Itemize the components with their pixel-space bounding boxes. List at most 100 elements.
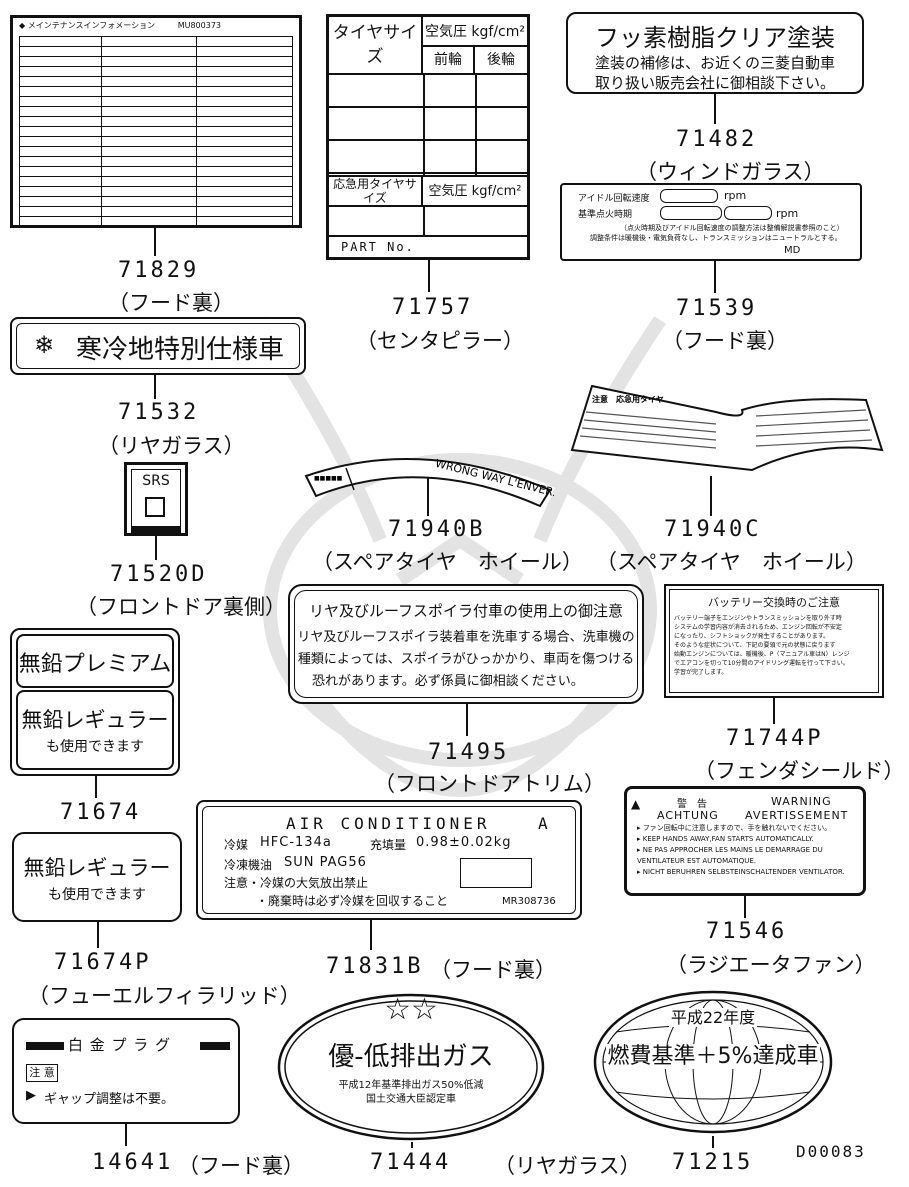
location-71757: （センタピラー） xyxy=(356,329,524,353)
maintenance-table xyxy=(19,36,293,227)
part-number-14641: 14641 xyxy=(92,1150,174,1175)
maintenance-header: ◆ メインテナンスインフォメーション MU800373 xyxy=(19,21,221,30)
part-number-71674P: 71674P xyxy=(54,950,152,975)
leader-71744P xyxy=(773,698,775,724)
label-71674P: 無鉛レギュラー も使用できます xyxy=(12,832,182,922)
snowflake-icon: ❄ xyxy=(34,331,55,359)
leader-71757 xyxy=(428,260,430,292)
spare-tire-warning-title: 注意 応急用タイヤ xyxy=(592,394,664,404)
leader-71444 xyxy=(411,1142,413,1148)
part-number-71674: 71674 xyxy=(60,800,142,825)
fiscal-year-text: 平成22年度 xyxy=(668,1008,758,1027)
location-71539: （フード裏） xyxy=(662,329,788,353)
part-number-71744P: 71744P xyxy=(726,726,824,751)
part-number-71940C: 71940C xyxy=(664,517,762,542)
regular-unleaded-text: 無鉛レギュラー xyxy=(21,708,169,732)
leader-71215 xyxy=(712,1136,714,1148)
spare-tire-header: 応急用タイヤサイズ xyxy=(329,175,423,207)
part-number-71520D: 71520D xyxy=(110,562,208,587)
label-71495: リヤ及びルーフスポイラ付車の使用上の御注意 リヤ及びルーフスポイラ装着車を洗車す… xyxy=(288,584,644,704)
label-71520D: SRS xyxy=(124,462,188,536)
part-number-71757: 71757 xyxy=(392,295,474,320)
rear-header: 後輪 xyxy=(475,47,527,75)
leader-71829 xyxy=(154,228,156,256)
part-number-71495: 71495 xyxy=(428,740,510,765)
svg-text:■■■■■: ■■■■■ xyxy=(314,475,343,482)
mitsubishi-logo-icon: ◆ xyxy=(19,21,26,30)
leader-71520D xyxy=(155,536,157,560)
charge-box xyxy=(460,858,532,888)
star-rating: ☆☆ xyxy=(384,992,438,1027)
low-emission-text: 優-低排出ガス xyxy=(328,1042,494,1072)
label-71532: ❄ 寒冷地特別仕様車 xyxy=(10,317,306,375)
location-14641: （フード裏） xyxy=(178,1154,304,1178)
label-71757: タイヤサイズ 空気圧 kgf/cm² 前輪 後輪 応急用タイヤサイズ 空気圧 k… xyxy=(326,14,530,260)
fluororesin-title: フッ素樹脂クリア塗装 xyxy=(595,24,835,52)
tire-rows xyxy=(329,75,527,175)
location-71482: （ウィンドガラス） xyxy=(636,160,825,184)
location-71674P: （フューエルフィラリッド） xyxy=(28,984,301,1008)
leader-71539 xyxy=(714,261,716,293)
part-number-71215: 71215 xyxy=(672,1150,754,1175)
regular-unleaded-text: 無鉛レギュラー xyxy=(23,856,171,880)
label-71940C: 注意 応急用タイヤ xyxy=(570,384,884,472)
pressure-header: 空気圧 kgf/cm² xyxy=(423,17,527,47)
location-71532: （リヤガラス） xyxy=(98,434,245,458)
leader-71940C xyxy=(710,476,712,516)
leader-71482 xyxy=(714,94,716,124)
location-71940C: （スペアタイヤ ホイール） xyxy=(596,550,867,574)
label-71744P: バッテリー交換時のご注意 バッテリー端子をエンジンやトランスミッションを取り外す… xyxy=(664,584,884,698)
premium-unleaded-text: 無鉛プレミアム xyxy=(18,652,172,677)
caution-box: 注 意 xyxy=(26,1064,58,1082)
label-71482: フッ素樹脂クリア塗装 塗装の補修は、お近くの三菱自動車 取り扱い販売会社に御相談… xyxy=(566,12,864,94)
play-arrow-icon: ▶ xyxy=(26,1088,36,1103)
leader-71674P xyxy=(97,922,99,948)
leader-71546 xyxy=(744,896,746,918)
location-71546: （ラジエータファン） xyxy=(666,953,876,977)
part-number-71546: 71546 xyxy=(706,919,788,944)
location-71444: （リヤガラス） xyxy=(494,1154,641,1178)
part-number-71532: 71532 xyxy=(118,400,200,425)
location-71829: （フード裏） xyxy=(108,291,234,315)
leader-71940B xyxy=(427,478,429,516)
location-71940B: （スペアタイヤ ホイール） xyxy=(312,550,583,574)
label-71829: ◆ メインテナンスインフォメーション MU800373 xyxy=(10,15,302,228)
part-number-71940B: 71940B xyxy=(388,517,486,542)
location-71744P: （フェンダシールド） xyxy=(694,759,905,783)
label-71674: 無鉛プレミアム 無鉛レギュラー も使用できます xyxy=(10,628,180,776)
label-71444 xyxy=(277,993,545,1141)
platinum-plug-title: 白 金 プ ラ グ xyxy=(68,1036,172,1054)
location-71495: （フロントドアトリム） xyxy=(374,772,605,796)
leader-71495 xyxy=(466,704,468,736)
air-conditioner-title: AIR CONDITIONER xyxy=(286,814,491,833)
part-number-71444: 71444 xyxy=(370,1150,452,1175)
warning-triangle-icon: ▲ xyxy=(631,797,641,811)
cold-region-text: 寒冷地特別仕様車 xyxy=(76,335,285,365)
leader-71674 xyxy=(95,776,97,798)
front-header: 前輪 xyxy=(423,47,475,75)
part-number-71831B: 71831B xyxy=(326,954,424,979)
leader-71532 xyxy=(154,375,156,399)
battery-caution-title: バッテリー交換時のご注意 xyxy=(708,596,840,609)
part-number-71539: 71539 xyxy=(676,296,758,321)
document-code: D00083 xyxy=(796,1142,866,1161)
srs-text: SRS xyxy=(142,473,170,489)
label-71539: アイドル回転速度 rpm 基準点火時期 rpm （点火時期及びアイドル回転速度の… xyxy=(560,183,862,261)
srs-square-icon xyxy=(145,497,165,517)
spoiler-caution-title: リヤ及びルーフスポイラ付車の使用上の御注意 xyxy=(308,602,624,620)
label-71940B: ■■■■■ WRONG WAY L'ENVERS xyxy=(304,457,554,508)
samurai-helmet-watermark-icon xyxy=(254,316,666,797)
leader-71831B xyxy=(370,920,372,950)
part-number-71829: 71829 xyxy=(118,258,200,283)
tire-size-header: タイヤサイズ xyxy=(329,17,423,75)
fuel-economy-text: 燃費基準＋5%達成車 xyxy=(605,1044,821,1069)
part-number-71482: 71482 xyxy=(676,127,758,152)
spare-pressure-header: 空気圧 kgf/cm² xyxy=(423,175,527,207)
leader-14641 xyxy=(125,1124,127,1146)
label-14641: 白 金 プ ラ グ 注 意 ▶ ギャップ調整は不要。 xyxy=(12,1018,240,1124)
location-71520D: （フロントドア裏側） xyxy=(76,595,286,619)
label-71546: ▲ 警 告 WARNING ACHTUNG AVERTISSEMENT ▸ ファ… xyxy=(624,786,866,896)
label-71831B: AIR CONDITIONER A 冷媒 HFC-134a 充填量 0.98±0… xyxy=(196,800,582,920)
location-71831B: （フード裏） xyxy=(430,958,556,982)
part-no-field: PART No. xyxy=(329,235,527,257)
